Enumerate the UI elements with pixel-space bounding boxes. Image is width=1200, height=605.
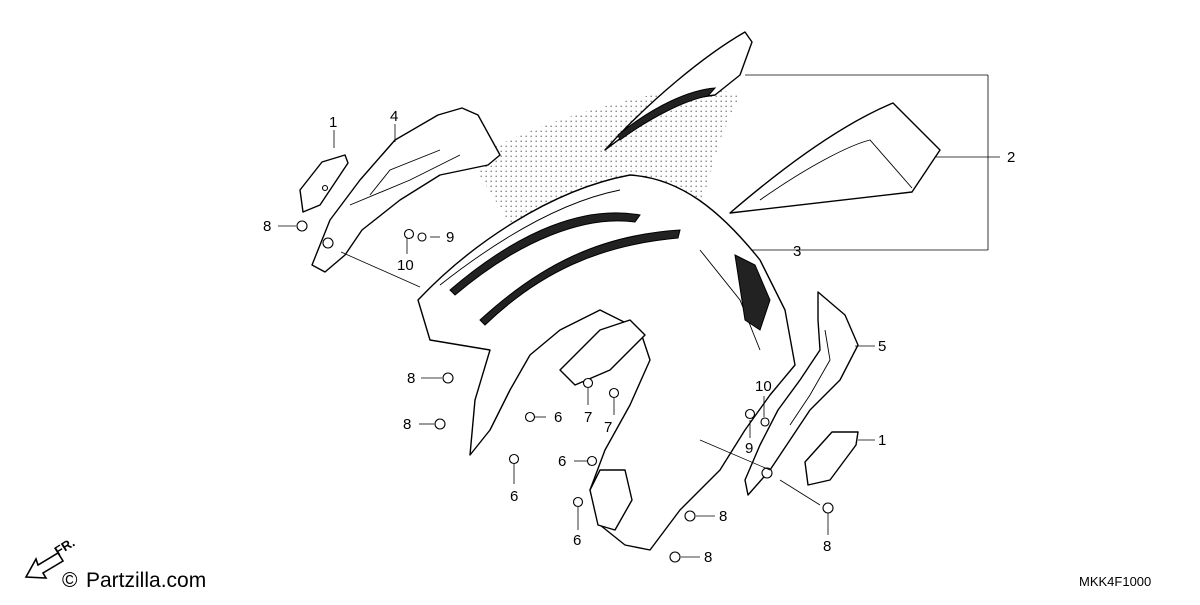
callout-10-right[interactable]: 10 — [755, 378, 772, 395]
callout-5[interactable]: 5 — [878, 338, 886, 355]
callout-7-b[interactable]: 7 — [604, 419, 612, 436]
callout-8-low-left[interactable]: 8 — [403, 416, 411, 433]
part-4-left-panel[interactable] — [311, 107, 501, 273]
callout-8-bottom-a[interactable]: 8 — [719, 508, 727, 525]
callout-8-bottom-b[interactable]: 8 — [704, 549, 712, 566]
callout-labels: 1 4 8 9 10 2 3 8 8 6 6 6 6 7 7 8 8 8 5 1… — [263, 108, 1015, 566]
copyright-symbol: © — [62, 569, 78, 592]
callout-2[interactable]: 2 — [1007, 149, 1015, 166]
callout-8-top-left[interactable]: 8 — [263, 218, 271, 235]
part-1-left-reflector[interactable] — [299, 154, 349, 213]
callout-8-mid-left[interactable]: 8 — [407, 370, 415, 387]
hardware-grommets — [403, 228, 770, 508]
part-2-stripe[interactable] — [604, 31, 941, 214]
callout-7-a[interactable]: 7 — [584, 409, 592, 426]
hardware-screws — [296, 220, 834, 563]
callout-9-right[interactable]: 9 — [745, 440, 753, 457]
callout-1-left[interactable]: 1 — [329, 114, 337, 131]
callout-3[interactable]: 3 — [793, 243, 801, 260]
brand-watermark[interactable]: Partzilla.com — [86, 569, 206, 592]
callout-8-right[interactable]: 8 — [823, 538, 831, 555]
group-bracket — [730, 74, 1000, 251]
part-3-front-fender[interactable] — [417, 174, 796, 551]
leader-lines — [278, 124, 875, 558]
diagram-code: MKK4F1000 — [1079, 574, 1151, 589]
callout-6-a[interactable]: 6 — [554, 409, 562, 426]
part-1-right-reflector[interactable] — [804, 431, 859, 486]
callout-6-c[interactable]: 6 — [558, 453, 566, 470]
callout-1-right[interactable]: 1 — [878, 432, 886, 449]
callout-9-left[interactable]: 9 — [446, 229, 454, 246]
callout-6-b[interactable]: 6 — [510, 488, 518, 505]
part-5-right-panel[interactable] — [744, 291, 859, 496]
callout-10-left[interactable]: 10 — [397, 257, 414, 274]
callout-4[interactable]: 4 — [390, 108, 398, 125]
callout-6-d[interactable]: 6 — [573, 532, 581, 549]
